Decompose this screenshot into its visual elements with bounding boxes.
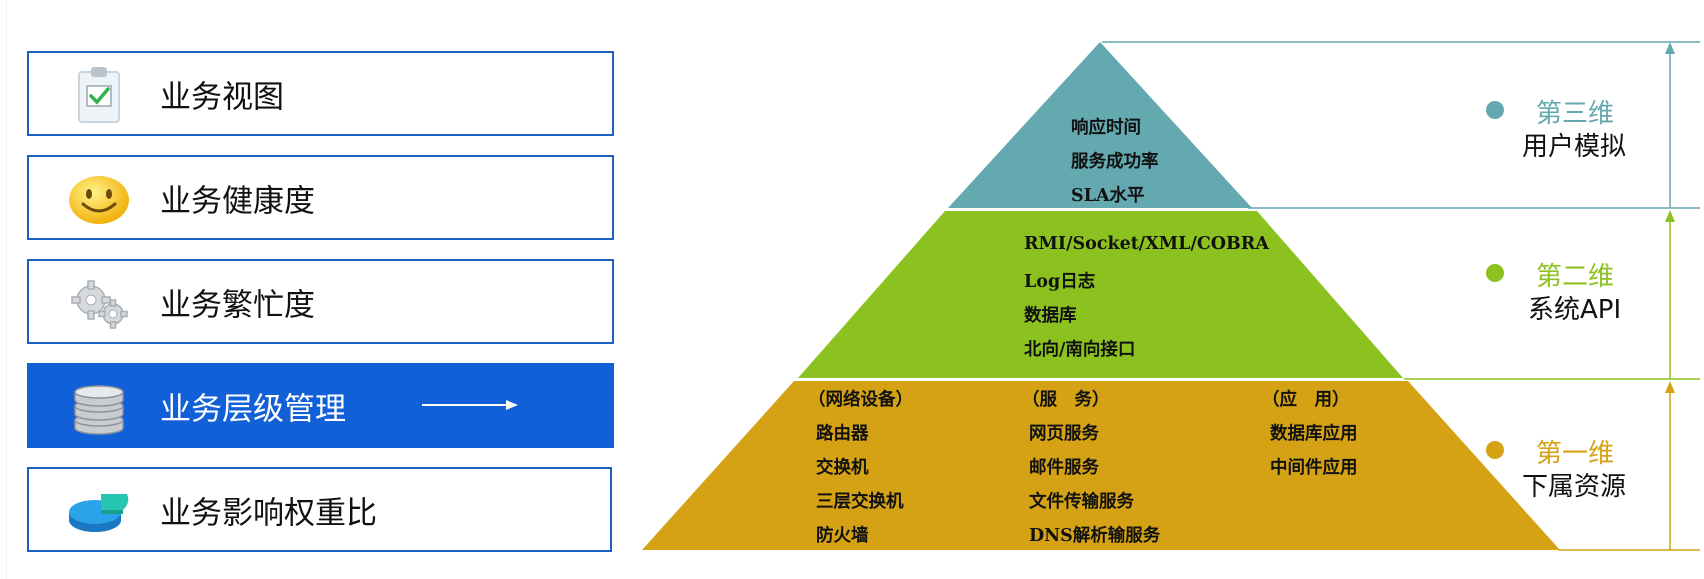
dimension-dot [1486,264,1504,282]
pyramid-tier-top [948,42,1252,208]
tier-bottom-item: 路由器 [816,424,869,444]
smiley-face-icon [69,175,129,224]
menu-item-business-health[interactable]: 业务健康度 [27,155,614,240]
gears-icon [71,279,128,329]
dimension-subtitle: 系统API [1528,295,1622,325]
dimension-title: 第二维 [1536,262,1615,292]
dimension-title: 第一维 [1536,439,1615,469]
menu-item-label: 业务影响权重比 [160,495,377,531]
tier-bottom-item: 防火墙 [816,526,869,546]
dimension-arrowhead [1665,381,1675,393]
tier-bottom-item: DNS解析输服务 [1029,526,1161,546]
clipboard-check-icon [78,66,120,123]
tier-middle-item: Log日志 [1024,272,1096,292]
tier-bottom-item: 三层交换机 [816,492,904,512]
tier-bottom-item: 网页服务 [1029,424,1099,444]
dimension-title: 第三维 [1536,99,1615,129]
tier-bottom-item: 中间件应用 [1270,458,1358,478]
tier-middle-item: 北向/南向接口 [1024,340,1136,360]
tier-top-item: 服务成功率 [1071,152,1159,172]
pie-chart-icon [69,493,129,532]
menu-item-label: 业务视图 [160,79,284,115]
menu-item-label: 业务层级管理 [160,391,346,427]
menu-item-label: 业务繁忙度 [160,287,315,323]
dimension-subtitle: 用户模拟 [1522,132,1627,162]
tier-bottom-header: （网络设备） [808,390,913,410]
pyramid-tier-middle [798,211,1403,378]
dimension-arrowhead [1665,42,1675,54]
menu-item-business-impact-weight[interactable]: 业务影响权重比 [27,467,612,552]
tier-bottom-item: 交换机 [816,458,869,478]
arrow-right-icon [422,400,518,410]
tier-bottom-header: （应 用） [1262,390,1350,410]
left-edge-line [6,0,7,579]
menu-item-business-view[interactable]: 业务视图 [27,51,614,136]
pyramid-tier-bottom [642,381,1560,550]
tier-bottom-item: 文件传输服务 [1029,492,1134,512]
dimension-dot [1486,441,1504,459]
dimension-dot [1486,101,1504,119]
dimension-arrowhead [1665,210,1675,222]
menu-item-business-hierarchy[interactable]: 业务层级管理 [27,363,614,448]
dimension-subtitle: 下属资源 [1522,472,1627,502]
menu-item-business-busyness[interactable]: 业务繁忙度 [27,259,614,344]
menu-item-label: 业务健康度 [160,183,315,219]
tier-bottom-item: 邮件服务 [1029,458,1099,478]
tier-top-item: 响应时间 [1071,118,1141,138]
tier-bottom-item: 数据库应用 [1270,424,1358,444]
tier-bottom-header: （服 务） [1022,390,1110,410]
database-stack-icon [74,384,124,435]
tier-top-item: SLA水平 [1071,186,1145,206]
tier-middle-item: 数据库 [1024,306,1077,326]
tier-middle-item: RMI/Socket/XML/COBRA [1024,234,1269,254]
